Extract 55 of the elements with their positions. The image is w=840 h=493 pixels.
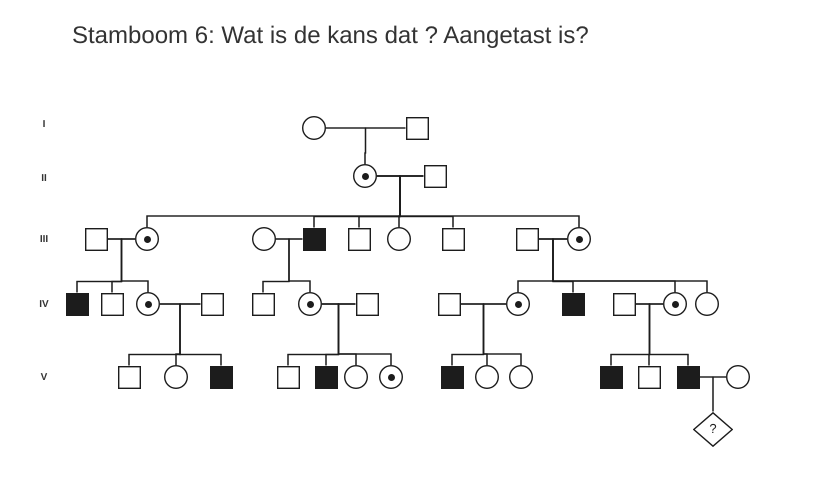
male-square (438, 292, 460, 316)
descent-line (364, 127, 406, 164)
descent-line (288, 238, 311, 292)
male-square (100, 292, 124, 316)
generation-numeral: I (42, 119, 46, 131)
male-square (406, 116, 428, 140)
male-square (348, 228, 370, 250)
descent-line (120, 238, 149, 292)
male-square (84, 228, 108, 250)
male-square (442, 228, 464, 250)
carrier-female-circle (135, 227, 159, 251)
female-circle (475, 365, 499, 389)
affected-male-square (210, 366, 232, 388)
male-square (424, 164, 446, 188)
title: Stamboom 6: Wat is de kans dat ? Aangetast is? (72, 21, 589, 51)
female-circle (164, 365, 188, 389)
carrier-female-circle (567, 227, 591, 251)
carrier-female-circle (663, 292, 687, 316)
male-square (252, 292, 274, 316)
generation-numeral: V (40, 372, 48, 384)
female-circle (695, 292, 719, 316)
carrier-female-circle (506, 292, 530, 316)
affected-male-square (600, 366, 622, 388)
male-square (276, 366, 300, 388)
female-circle (509, 365, 533, 389)
descent-line (712, 376, 726, 412)
male-square (118, 366, 140, 388)
carrier-female-circle (298, 292, 322, 316)
generation-numeral: IV (39, 299, 49, 311)
male-square (516, 228, 538, 250)
affected-male-square (440, 366, 464, 388)
male-square (200, 292, 224, 316)
descent-line (482, 303, 522, 365)
female-circle (726, 365, 750, 389)
female-circle (252, 227, 276, 251)
male-square (356, 292, 378, 316)
affected-male-square (314, 366, 338, 388)
unknown-sex-diamond: ? (693, 412, 733, 446)
male-square (638, 366, 660, 388)
affected-male-square (66, 292, 88, 316)
affected-male-square (676, 366, 700, 388)
generation-numeral: III (40, 234, 48, 246)
carrier-female-circle (136, 292, 160, 316)
descent-line (179, 303, 222, 366)
generation-numeral: II (41, 173, 47, 185)
female-circle (387, 227, 411, 251)
descent-line (648, 303, 689, 366)
affected-male-square (562, 292, 584, 316)
affected-male-square (302, 228, 326, 250)
female-circle (302, 116, 326, 140)
carrier-female-circle (353, 164, 377, 188)
female-circle (344, 365, 368, 389)
male-square (612, 292, 636, 316)
carrier-female-circle (379, 365, 403, 389)
descent-line (338, 303, 392, 365)
